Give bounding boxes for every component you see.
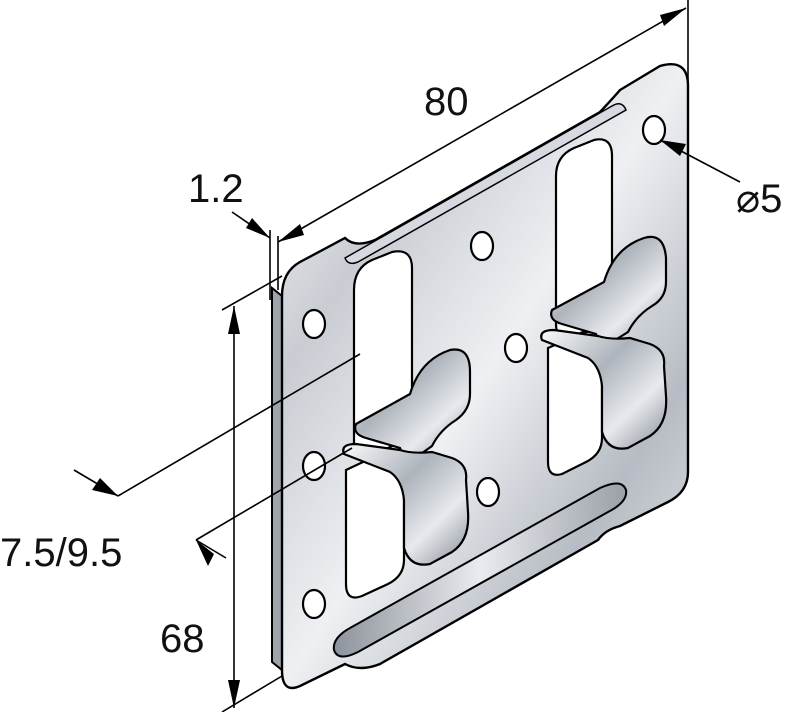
arrow-offset-lower — [196, 540, 214, 566]
hole-top-left — [301, 308, 327, 340]
arrow-width-left — [278, 224, 304, 242]
stiffening-rib — [332, 482, 628, 658]
thickness-label: 1.2 — [188, 167, 244, 211]
top-lip — [344, 103, 627, 265]
hole-center — [503, 332, 529, 364]
arrow-offset-upper — [92, 478, 118, 496]
height-ext-bottom — [221, 675, 283, 712]
offset-ext-upper — [117, 353, 361, 497]
hook-right-lower — [540, 328, 668, 450]
offset-label: 7.5/9.5 — [0, 531, 122, 575]
hook-left-lower — [342, 442, 470, 566]
offset-leader-lower — [195, 539, 227, 559]
plate-edge — [271, 285, 283, 673]
hook-left — [354, 348, 472, 459]
arrow-thickness — [246, 218, 270, 238]
arrow-height-top — [228, 306, 240, 334]
offset-ext-lower — [195, 447, 353, 541]
hole-top-right — [641, 114, 667, 146]
arrow-height-bottom — [228, 680, 240, 708]
hole-top-center — [469, 230, 495, 262]
height-ext-top — [221, 275, 283, 311]
width-label: 80 — [424, 80, 469, 124]
hook-right — [550, 235, 668, 345]
hole-diameter-label: ⌀5 — [736, 177, 782, 221]
hole-mid-right — [475, 476, 501, 508]
arrow-hole — [660, 140, 686, 156]
arrow-width-right — [660, 8, 686, 26]
height-label: 68 — [160, 617, 205, 661]
dim-line-width — [277, 7, 687, 243]
hole-bottom-left — [301, 588, 327, 620]
